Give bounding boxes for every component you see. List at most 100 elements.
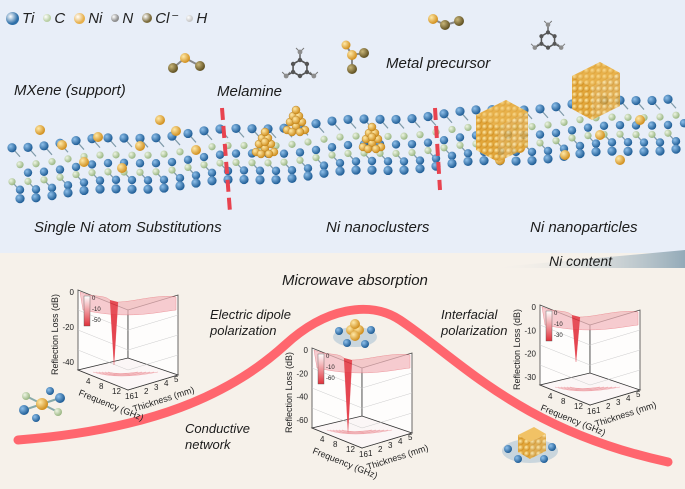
c-atom bbox=[208, 143, 216, 151]
c-atom bbox=[400, 132, 408, 140]
c-atom bbox=[584, 131, 592, 140]
c-atom bbox=[240, 141, 248, 150]
c-atom bbox=[128, 151, 136, 159]
absorption-curve bbox=[13, 304, 673, 467]
ti-atom bbox=[111, 175, 121, 185]
ti-atom bbox=[327, 143, 337, 152]
ti-atom bbox=[527, 147, 537, 157]
ti-atom bbox=[439, 135, 449, 145]
x-tick-label: 4 bbox=[548, 392, 553, 401]
c-atom bbox=[616, 130, 624, 138]
z-tick-label: -40 bbox=[62, 358, 74, 367]
ti-atom bbox=[383, 157, 393, 166]
ti-atom bbox=[7, 143, 17, 153]
ti-atom bbox=[527, 155, 537, 166]
ti-atom bbox=[191, 178, 201, 188]
nicl2-molecule bbox=[341, 40, 369, 74]
ti-atom bbox=[287, 173, 297, 183]
c-atom bbox=[440, 144, 448, 152]
ni-cube bbox=[476, 100, 528, 162]
ti-atom bbox=[31, 185, 41, 194]
ni-nanoclusters bbox=[251, 105, 386, 159]
ni-atom bbox=[191, 145, 201, 155]
x-tick-label: 16 bbox=[125, 392, 134, 401]
ti-atom bbox=[55, 165, 65, 174]
ti-atom bbox=[103, 133, 113, 143]
ti-atom bbox=[207, 168, 217, 178]
ti-atom bbox=[639, 138, 649, 147]
ti-atom bbox=[407, 113, 417, 124]
c-atom bbox=[392, 149, 400, 158]
ti-atom bbox=[303, 164, 313, 173]
melamine-molecule bbox=[530, 20, 566, 50]
ti-atom bbox=[447, 151, 457, 160]
legend-item: N bbox=[111, 10, 133, 27]
ti-atom bbox=[511, 156, 521, 166]
ti-atom bbox=[463, 149, 473, 158]
metal-precursor-label: Metal precursor bbox=[386, 55, 491, 72]
y-tick-label: 2 bbox=[144, 387, 149, 396]
z-tick-label: -20 bbox=[62, 323, 74, 332]
legend-item: C bbox=[43, 10, 65, 27]
ti-atom bbox=[415, 156, 425, 165]
colorbar-tick: -10 bbox=[92, 307, 101, 313]
ti-atom bbox=[455, 106, 465, 116]
colorbar-tick: -30 bbox=[554, 333, 563, 339]
ti-atom bbox=[535, 104, 545, 114]
ti-atom bbox=[87, 160, 97, 169]
c-atom bbox=[608, 113, 616, 121]
c-atom bbox=[112, 151, 120, 159]
nicl2-molecule bbox=[168, 53, 205, 73]
ti-atom bbox=[103, 158, 113, 168]
legend-swatch-icon bbox=[6, 11, 19, 25]
z-tick-label: 0 bbox=[70, 288, 75, 297]
ti-atom bbox=[23, 168, 33, 177]
ti-atom bbox=[311, 145, 321, 155]
y-tick-label: 5 bbox=[174, 375, 179, 384]
single-atom-thumbnail bbox=[19, 387, 65, 422]
legend-label: Ni bbox=[88, 9, 103, 27]
c-atom bbox=[648, 130, 656, 139]
c-atom bbox=[328, 151, 336, 159]
c-atom bbox=[136, 168, 144, 176]
ti-atom bbox=[423, 111, 433, 122]
ti-atom bbox=[191, 171, 201, 180]
ti-atom bbox=[399, 157, 409, 166]
c-atom bbox=[48, 158, 56, 166]
c-atom bbox=[416, 131, 424, 139]
ti-atom bbox=[679, 118, 685, 128]
c-atom bbox=[160, 150, 168, 158]
ti-atom bbox=[335, 158, 345, 168]
ti-atom bbox=[351, 165, 361, 175]
ti-atom bbox=[135, 159, 145, 168]
legend-swatch-icon bbox=[186, 14, 194, 22]
c-atom bbox=[672, 111, 680, 119]
x-tick-label: 8 bbox=[561, 397, 566, 406]
ni-atom bbox=[135, 141, 145, 151]
ni-atom bbox=[35, 125, 45, 135]
ti-atom bbox=[375, 114, 385, 124]
ti-atom bbox=[287, 165, 297, 175]
colorbar-tick: -50 bbox=[92, 318, 101, 324]
ti-atom bbox=[407, 139, 417, 149]
c-atom bbox=[456, 141, 464, 149]
c-atom bbox=[8, 178, 16, 186]
ti-atom bbox=[343, 140, 353, 150]
c-atom bbox=[552, 137, 560, 145]
ti-atom bbox=[199, 152, 209, 162]
c-atom bbox=[200, 161, 208, 169]
c-atom bbox=[568, 134, 576, 142]
ni-nanoparticles bbox=[476, 62, 620, 162]
legend-label: H bbox=[196, 9, 208, 27]
ni-atom bbox=[57, 140, 67, 150]
ti-atom bbox=[631, 95, 641, 106]
ti-atom bbox=[367, 156, 377, 166]
melamine-label: Melamine bbox=[217, 83, 283, 100]
conductive-network-label: Conductive network bbox=[185, 421, 251, 452]
ti-atom bbox=[671, 137, 681, 146]
ti-atom bbox=[655, 146, 665, 156]
ti-atom bbox=[39, 141, 49, 151]
x-tick-label: 12 bbox=[574, 402, 583, 411]
c-atom bbox=[40, 176, 48, 184]
